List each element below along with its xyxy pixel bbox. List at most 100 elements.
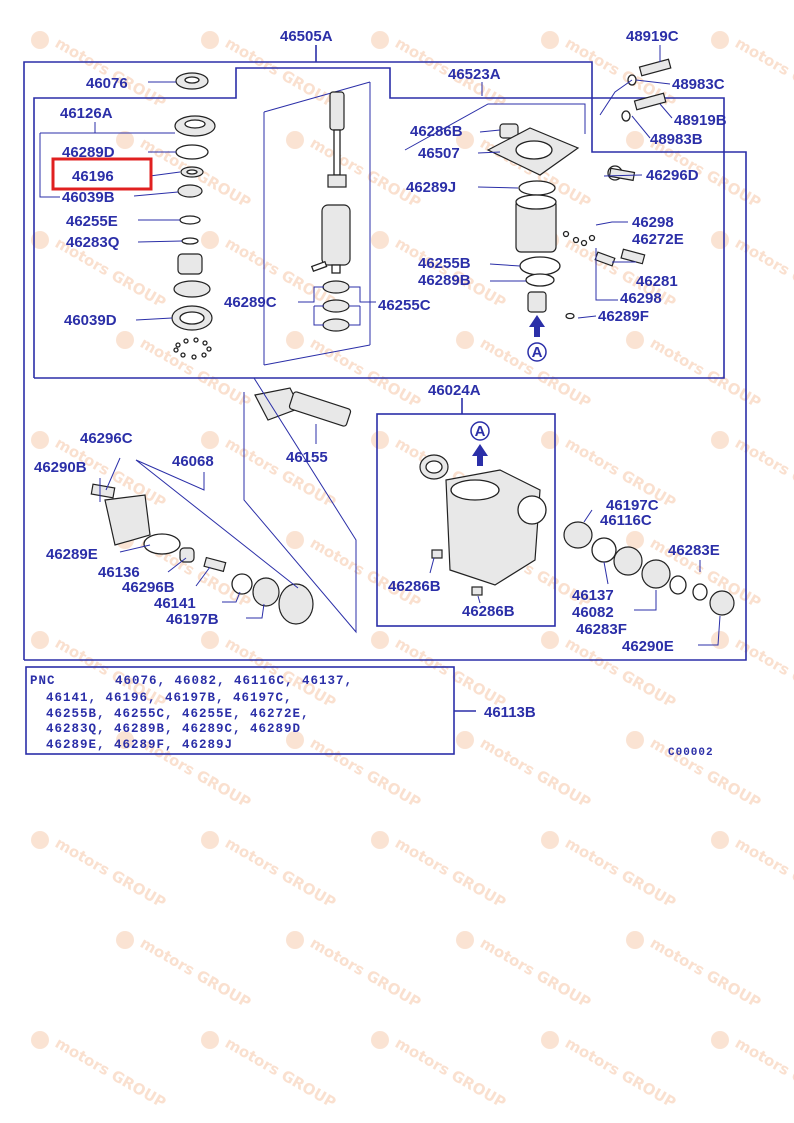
watermark-text: motors GROUP	[392, 834, 509, 912]
circle-a-marker	[470, 421, 490, 441]
label-46286B-bottom: 46286B	[462, 603, 515, 620]
watermark-text: motors GROUP	[562, 1034, 679, 1112]
label-46290E: 46290E	[622, 638, 674, 655]
watermark-logo-icon	[711, 1031, 729, 1049]
watermark-logo-icon	[626, 531, 644, 549]
label-46113B: 46113B	[484, 704, 536, 721]
watermark-logo-icon	[711, 31, 729, 49]
label-46296B: 46296B	[122, 579, 175, 596]
watermark-text: motors GROUP	[732, 234, 794, 312]
label-46298-lower: 46298	[620, 290, 662, 307]
watermark-logo-icon	[286, 731, 304, 749]
label-46141: 46141	[154, 595, 196, 612]
pnc-line-1: PNC 46076, 46082, 46116C, 46137,	[30, 674, 353, 688]
label-46082: 46082	[572, 604, 614, 621]
label-46196: 46196	[72, 168, 114, 185]
watermark-logo-icon	[116, 331, 134, 349]
watermark-logo-icon	[626, 331, 644, 349]
part-labels: 46505A 46076 46126A 46289D 46196 46039B …	[34, 28, 727, 721]
watermark-text: motors GROUP	[137, 934, 254, 1012]
label-46136: 46136	[98, 564, 140, 581]
ball-set-drawing	[173, 337, 212, 360]
label-46272E: 46272E	[632, 231, 684, 248]
watermark-text: motors GROUP	[732, 834, 794, 912]
watermark-logo-icon	[626, 931, 644, 949]
watermark-logo-icon	[116, 931, 134, 949]
watermark-logo-icon	[31, 831, 49, 849]
watermark-text: motors GROUP	[307, 134, 424, 212]
watermark-logo-icon	[201, 631, 219, 649]
part-drawings	[90, 58, 735, 625]
watermark-text: motors GROUP	[222, 34, 339, 112]
watermark-text: motors GROUP	[647, 734, 764, 812]
circle-a-marker	[527, 342, 547, 362]
assembly-frames	[23, 45, 747, 755]
watermark-logo-icon	[371, 831, 389, 849]
direction-arrows: A A	[470, 315, 547, 466]
label-46289D: 46289D	[62, 144, 115, 161]
watermark-logo-icon	[371, 31, 389, 49]
watermark-logo-icon	[456, 331, 474, 349]
label-46298-upper: 46298	[632, 214, 674, 231]
watermark-logo-icon	[201, 31, 219, 49]
leader-lines	[99, 45, 721, 646]
label-46289B: 46289B	[418, 272, 471, 289]
label-46039D: 46039D	[64, 312, 117, 329]
label-46289F: 46289F	[598, 308, 649, 325]
watermark-logo-icon	[116, 131, 134, 149]
watermark-text: motors GROUP	[52, 834, 169, 912]
watermark-logo-icon	[456, 731, 474, 749]
watermark-text: motors GROUP	[392, 634, 509, 712]
label-46116C: 46116C	[600, 512, 652, 529]
watermark-logo-icon	[541, 631, 559, 649]
watermark-text: motors GROUP	[732, 34, 794, 112]
watermark-logo-icon	[456, 931, 474, 949]
pnc-line-5: 46289E, 46289F, 46289J	[46, 738, 233, 752]
watermark-logo-icon	[711, 431, 729, 449]
watermark-logo-icon	[286, 531, 304, 549]
circle-a-label: A	[532, 344, 543, 361]
pnc-line-2: 46141, 46196, 46197B, 46197C,	[46, 691, 293, 705]
label-48983C: 48983C	[672, 76, 725, 93]
watermark-logo-icon	[456, 131, 474, 149]
watermark-logo-icon	[371, 631, 389, 649]
watermark-logo-icon	[31, 431, 49, 449]
watermark-text: motors GROUP	[732, 634, 794, 712]
watermark-text: motors GROUP	[222, 1034, 339, 1112]
label-46296C: 46296C	[80, 430, 133, 447]
watermark-text: motors GROUP	[52, 1034, 169, 1112]
label-46286B-left: 46286B	[388, 578, 441, 595]
watermark-logo-icon	[541, 31, 559, 49]
watermark-text: motors GROUP	[307, 734, 424, 812]
watermark-logo-icon	[31, 1031, 49, 1049]
watermark-logo-icon	[201, 231, 219, 249]
label-48919B: 48919B	[674, 112, 727, 129]
label-46155: 46155	[286, 449, 328, 466]
watermark-logo-icon	[626, 731, 644, 749]
watermark-logo-icon	[626, 131, 644, 149]
watermark-text: motors GROUP	[222, 434, 339, 512]
watermark-logo-icon	[201, 831, 219, 849]
pnc-line-4: 46283Q, 46289B, 46289C, 46289D	[46, 722, 301, 736]
label-46523A: 46523A	[448, 66, 501, 83]
watermark-text: motors GROUP	[732, 434, 794, 512]
watermark-logo-icon	[116, 731, 134, 749]
label-46076: 46076	[86, 75, 128, 92]
watermark-logo-icon	[31, 631, 49, 649]
watermark-text: motors GROUP	[562, 834, 679, 912]
arrow-up-icon	[529, 315, 545, 337]
label-46068: 46068	[172, 453, 214, 470]
watermark-logo-icon	[371, 431, 389, 449]
watermark-logo-icon	[201, 431, 219, 449]
watermark-text: motors GROUP	[52, 34, 169, 112]
watermark-logo-icon	[541, 831, 559, 849]
label-46024A: 46024A	[428, 382, 481, 399]
label-46507: 46507	[418, 145, 460, 162]
label-46283Q: 46283Q	[66, 234, 120, 251]
watermark-logo-icon	[201, 1031, 219, 1049]
label-46289J: 46289J	[406, 179, 456, 196]
watermark-logo-icon	[286, 331, 304, 349]
watermark-logo-icon	[31, 231, 49, 249]
watermark-text: motors GROUP	[647, 934, 764, 1012]
